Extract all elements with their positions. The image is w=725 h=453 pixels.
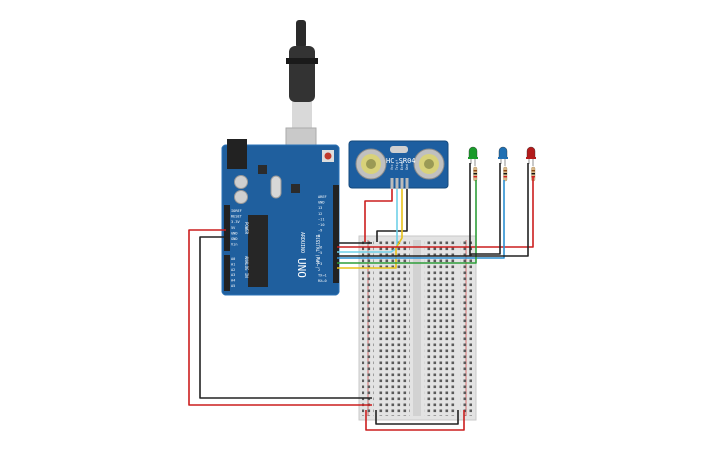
pin-label: ~11 xyxy=(318,217,325,221)
wire-led-gnd[interactable] xyxy=(470,163,529,257)
wire-sensor-echo[interactable] xyxy=(337,189,403,269)
pin-label: GND xyxy=(318,201,325,205)
microcontroller-chip xyxy=(248,215,268,287)
led[interactable] xyxy=(498,146,508,166)
pin-label: GND xyxy=(231,231,238,235)
arduino-uno-board[interactable]: ARDUINO UNO POWER ANALOG IN DIGITAL (PWM… xyxy=(221,139,340,296)
wire-rail-black[interactable] xyxy=(375,410,459,425)
pin-label: 3.3V xyxy=(231,220,240,224)
pin-label: A3 xyxy=(231,273,235,277)
pin-label: IOREF xyxy=(231,209,242,213)
pin-label: ~6 xyxy=(318,245,322,249)
pin-label: 5V xyxy=(231,226,236,230)
power-header[interactable] xyxy=(224,205,230,251)
digital-label: DIGITAL (PWM~) xyxy=(315,235,320,269)
pin-label: A5 xyxy=(231,284,235,288)
capacitor xyxy=(234,190,248,204)
analog-label: ANALOG IN xyxy=(244,256,249,278)
dc-jack xyxy=(227,139,247,169)
wire-led-green[interactable] xyxy=(337,180,477,264)
wire-5v-red[interactable] xyxy=(188,229,372,406)
wire-rail-red[interactable] xyxy=(365,410,465,431)
pin-label: ~9 xyxy=(318,229,322,233)
digital-header[interactable] xyxy=(333,185,339,283)
analog-header[interactable] xyxy=(224,255,230,291)
pin-label: 4 xyxy=(318,257,320,261)
wire-sensor-trig[interactable] xyxy=(337,189,398,253)
pin-label: ~5 xyxy=(318,251,322,255)
pin-label: AREF xyxy=(318,195,327,199)
sensor-pin[interactable] xyxy=(400,178,404,189)
arduino-model-text: UNO xyxy=(295,258,308,278)
led[interactable] xyxy=(526,146,536,166)
wire-led-gnd[interactable] xyxy=(470,163,501,255)
pin-label: 12 xyxy=(318,212,322,216)
pin-label: 2 xyxy=(318,268,320,272)
sensor-pin-label: Vcc xyxy=(390,164,394,170)
pin-label: RX←0 xyxy=(318,279,327,283)
pin-label: RESET xyxy=(231,215,243,219)
power-label: POWER xyxy=(244,222,249,235)
wire-sensor-gnd[interactable] xyxy=(376,189,408,242)
wire-gnd-black[interactable] xyxy=(199,236,372,399)
pin-label: ~3 xyxy=(318,262,322,266)
pin-label: A0 xyxy=(231,257,235,261)
pin-label: 13 xyxy=(318,206,322,210)
pin-label: TX→1 xyxy=(318,273,327,277)
crystal-oscillator xyxy=(270,175,282,199)
pin-label: GND xyxy=(231,237,238,241)
breadboard[interactable] xyxy=(358,235,477,421)
wire-sensor-vcc[interactable] xyxy=(364,189,393,242)
sensor-pin-label: Echo xyxy=(400,162,404,170)
led[interactable] xyxy=(468,146,478,166)
sensor-pin[interactable] xyxy=(405,178,409,189)
wire-led-blue[interactable] xyxy=(337,180,505,259)
pin-label: 7 xyxy=(318,240,320,244)
sensor-pin-label: Trig xyxy=(395,162,399,170)
resistor[interactable] xyxy=(473,166,478,182)
pin-label: ~10 xyxy=(318,223,325,227)
sensor-pin[interactable] xyxy=(395,178,399,189)
wiring xyxy=(188,163,534,431)
wire-led-red[interactable] xyxy=(337,177,534,248)
arduino-brand-text: ARDUINO xyxy=(299,232,305,253)
pin-label: A1 xyxy=(231,262,235,266)
sensor-label: HC-SR04 xyxy=(386,157,416,165)
sensor-pin[interactable] xyxy=(390,178,394,189)
pin-label: A2 xyxy=(231,268,235,272)
pin-label: Vin xyxy=(231,243,238,247)
sensor-pin-label: Gnd xyxy=(405,164,409,170)
pin-label: 8 xyxy=(318,234,320,238)
pin-label: A4 xyxy=(231,279,235,283)
led-group xyxy=(468,146,536,182)
capacitor xyxy=(234,175,248,189)
resistor[interactable] xyxy=(503,166,508,182)
